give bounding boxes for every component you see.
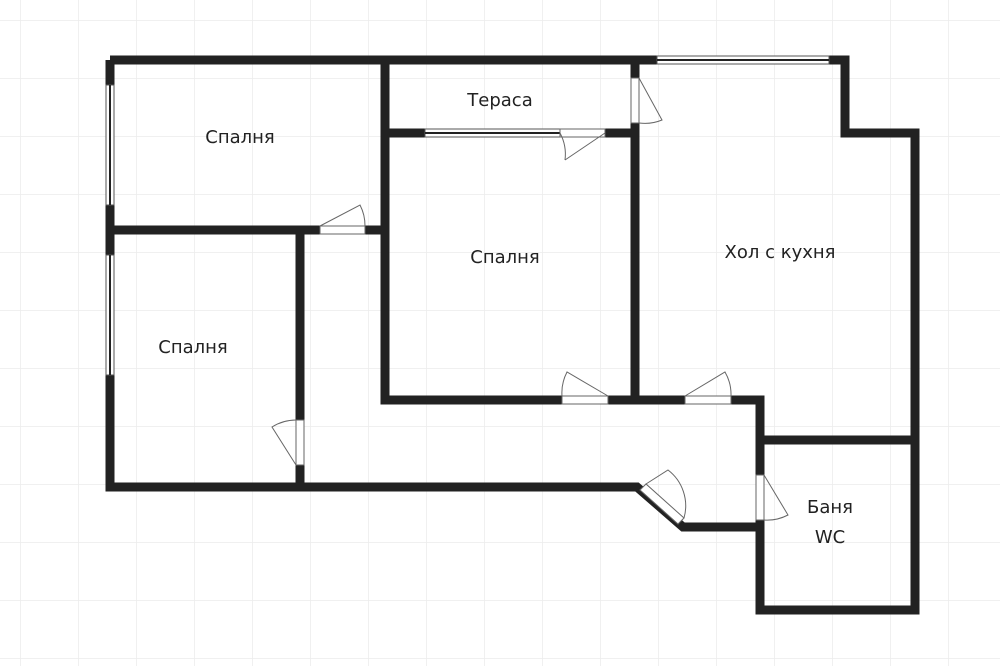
room-label-bedroom-top-left: Спалня — [205, 127, 275, 148]
room-label-bathroom-line2: WC — [814, 527, 846, 548]
room-label-terrace: Тераса — [467, 90, 533, 111]
room-label-bathroom-line1: Баня — [807, 497, 853, 518]
windows — [105, 55, 830, 376]
doors — [271, 77, 789, 525]
room-label-bedroom-bottom-left: Спалня — [158, 337, 228, 358]
room-label-living-kitchen: Хол с кухня — [724, 242, 836, 263]
room-label-bedroom-center: Спалня — [470, 247, 540, 268]
room-label-bathroom: Баня WC — [780, 495, 880, 551]
